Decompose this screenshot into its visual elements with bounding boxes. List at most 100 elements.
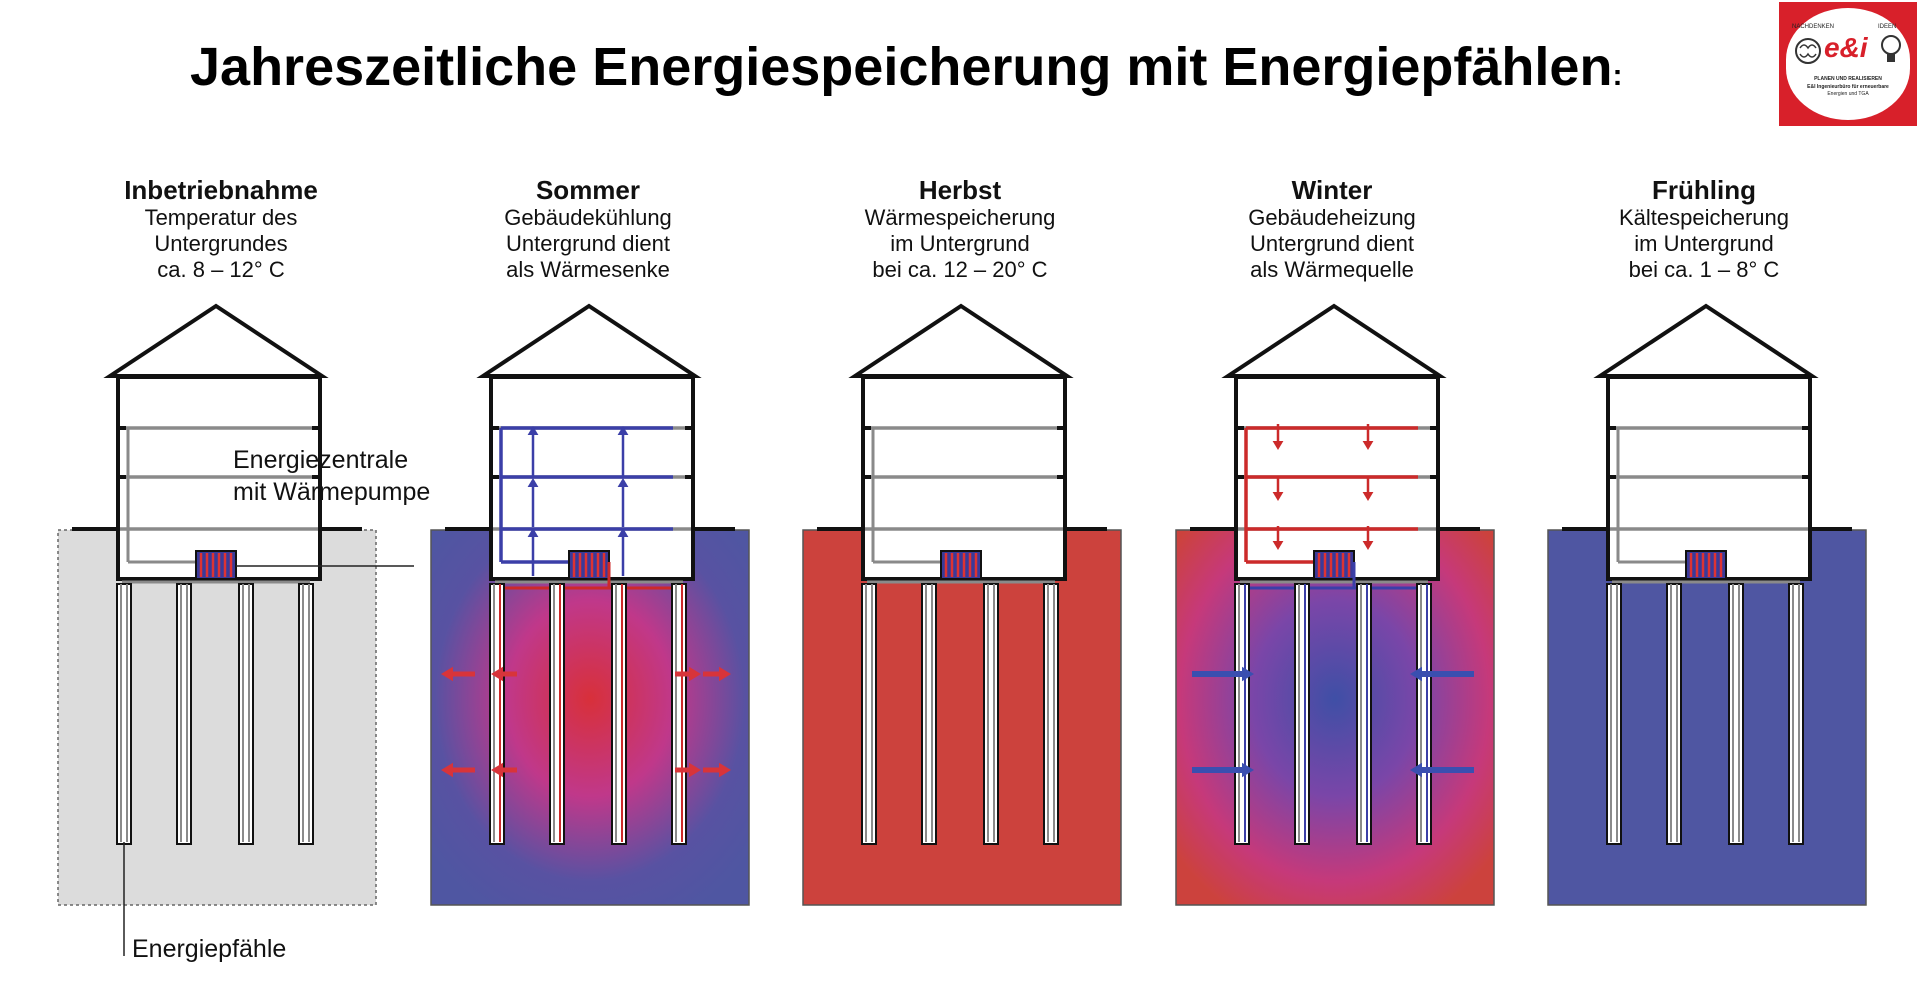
energy-pile (1606, 583, 1622, 845)
energy-pile (549, 583, 565, 845)
ground-arrow-in (1410, 762, 1474, 778)
energy-center-label-line2: mit Wärmepumpe (233, 478, 431, 506)
ground-arrow-out (441, 762, 475, 778)
pile-shaft (1356, 583, 1372, 845)
pile-shaft (549, 583, 565, 845)
heat-pump-icon (568, 550, 610, 580)
energy-pile (1666, 583, 1682, 845)
ground-arrow-in (1410, 666, 1474, 682)
energy-center-label-line1: Energiezentrale (233, 446, 409, 474)
ground-arrow-out-head (689, 666, 701, 682)
ground-arrow-out (491, 762, 517, 778)
panel-line: als Wärmesenke (506, 257, 670, 282)
ground-block (1175, 529, 1495, 906)
pile-shaft (1788, 583, 1804, 845)
pile-shaft (1416, 583, 1432, 845)
lightbulb-icon (1881, 35, 1901, 62)
pile-shaft (238, 583, 254, 845)
panel-herbst (802, 303, 1122, 906)
floor-arrow-head (527, 426, 539, 435)
logo-line-3: Energien und TGA (1827, 91, 1869, 97)
floor-arrow-head (1272, 441, 1284, 450)
panel-winter (1175, 303, 1495, 906)
floor-arrow (1272, 424, 1284, 450)
heat-pump-icon (1685, 550, 1727, 580)
floor-arrow (527, 478, 539, 527)
logo-badge: NACHDENKEN IDEEN e&i PLANEN UND REALISIE… (1786, 8, 1910, 120)
panel-line: Gebäudekühlung (504, 205, 672, 230)
floor-arrow-head (1272, 541, 1284, 550)
floor-arrow (617, 426, 629, 476)
floor-arrow (1362, 526, 1374, 550)
ground-arrow-in (1192, 666, 1254, 682)
energy-pile (671, 583, 687, 845)
panel-heading: Winter (1291, 175, 1373, 205)
panel-fruehling (1547, 303, 1867, 906)
panel-heading-block-herbst: Herbst Wärmespeicherung im Untergrund be… (795, 175, 1125, 283)
ground-arrow-in-head (1410, 762, 1422, 778)
heat-pump-body (940, 550, 982, 580)
ground-arrow-out (675, 762, 701, 778)
brain-icon (1795, 38, 1821, 64)
pile-shaft (1234, 583, 1250, 845)
energy-pile (176, 583, 192, 845)
panel-line: Gebäudeheizung (1248, 205, 1416, 230)
logo-mark: e&i (1824, 32, 1868, 63)
floor-arrow (1362, 424, 1374, 450)
energy-piles-label: Energiepfähle (132, 935, 287, 963)
heat-pump-icon (1313, 550, 1355, 580)
ground-arrow-out (441, 666, 475, 682)
floor-arrow (617, 478, 629, 527)
panel-inbetriebnahme (57, 303, 377, 906)
panel-line: bei ca. 12 – 20° C (872, 257, 1048, 282)
floor-arrow-head (1272, 492, 1284, 501)
energy-pile (1356, 583, 1372, 845)
logo-line-2: E&I Ingenieurbüro für erneuerbare (1807, 84, 1889, 90)
energy-pile (116, 583, 132, 845)
panel-line: ca. 8 – 12° C (157, 257, 285, 282)
energy-pile (1043, 583, 1059, 845)
floor-arrow-head (617, 426, 629, 435)
energy-pile (1294, 583, 1310, 845)
floor-arrow (617, 528, 629, 576)
energy-pile (861, 583, 877, 845)
energy-pile (1416, 583, 1432, 845)
ground-arrow-out-head (491, 666, 503, 682)
pile-shaft (1294, 583, 1310, 845)
logo-line-1: PLANEN UND REALISIEREN (1814, 76, 1882, 82)
ground-block (57, 529, 377, 906)
energy-pile (921, 583, 937, 845)
ground-arrow-out-head (491, 762, 503, 778)
panel-line: Untergrund dient (506, 231, 670, 256)
pile-shaft (176, 583, 192, 845)
panel-line: bei ca. 1 – 8° C (1628, 257, 1780, 282)
pile-shaft (116, 583, 132, 845)
energy-pile (298, 583, 314, 845)
panel-heading: Frühling (1652, 175, 1756, 205)
ground-block (430, 529, 750, 906)
pile-shaft (861, 583, 877, 845)
house-roof (476, 303, 702, 378)
panel-heading-block-fruehling: Frühling Kältespeicherung im Untergrund … (1539, 175, 1869, 283)
energy-pile (489, 583, 505, 845)
floor-arrow-head (1362, 541, 1374, 550)
house-roof (1593, 303, 1819, 378)
house-roof (103, 303, 329, 378)
energy-pile (1234, 583, 1250, 845)
panel-line: im Untergrund (890, 231, 1030, 256)
heat-pump-body (1685, 550, 1727, 580)
panel-heading: Inbetriebnahme (124, 175, 318, 205)
house-roof (1221, 303, 1447, 378)
logo-top-right-text: IDEEN (1878, 24, 1897, 30)
ground-arrow-out (703, 666, 731, 682)
pile-shaft (921, 583, 937, 845)
ground-arrow-out (491, 666, 517, 682)
floor-arrow-head (617, 478, 629, 487)
panel-heading-block-winter: Winter Gebäudeheizung Untergrund dient a… (1167, 175, 1497, 283)
pile-shaft (611, 583, 627, 845)
ground-arrow-out (675, 666, 701, 682)
ground-arrow-out-head (441, 762, 453, 778)
panel-line: als Wärmequelle (1250, 257, 1414, 282)
ground-arrow-in-head (1410, 666, 1422, 682)
